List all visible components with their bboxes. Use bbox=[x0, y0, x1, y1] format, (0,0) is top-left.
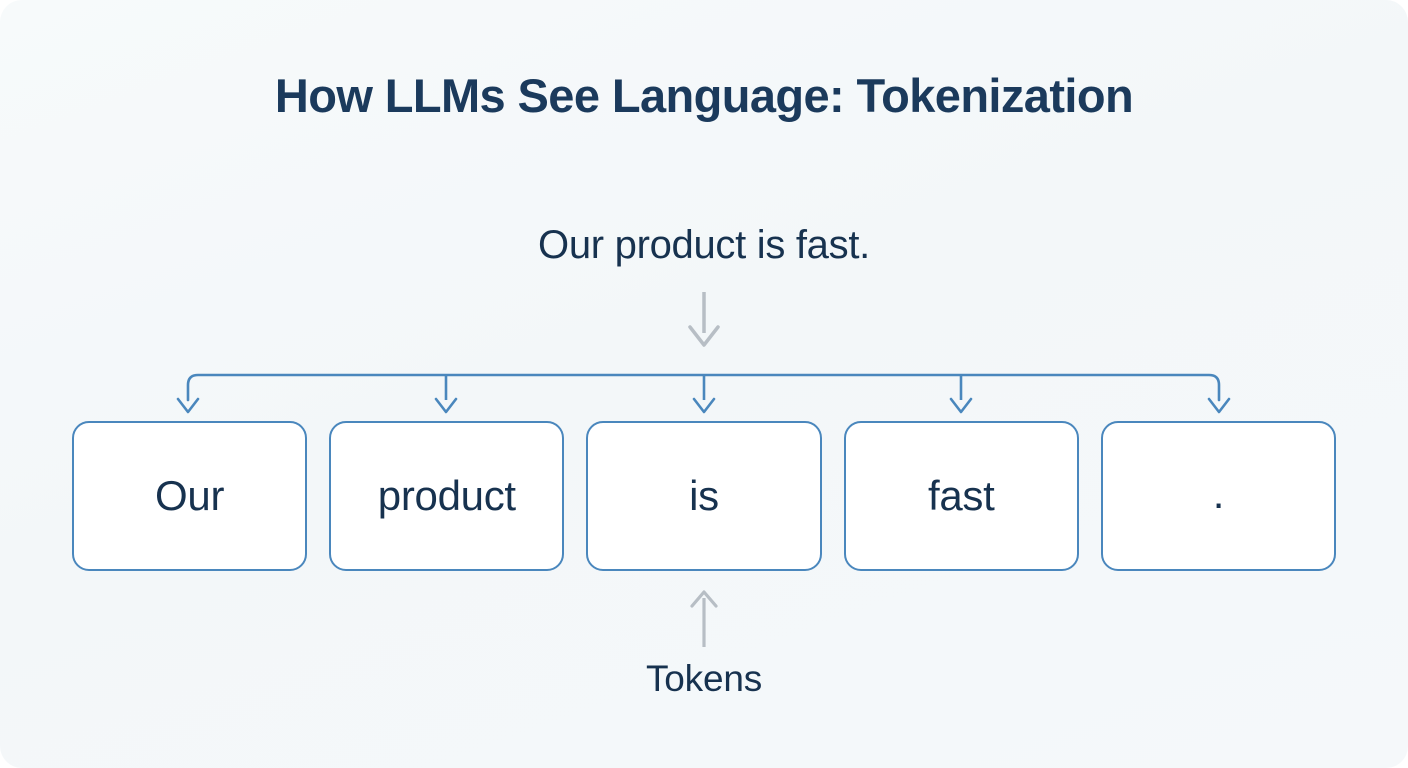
arrow-down-icon-token-4 bbox=[949, 397, 973, 414]
arrow-down-icon-token-5 bbox=[1207, 397, 1231, 414]
arrow-down-icon-token-1 bbox=[176, 397, 200, 414]
token-box-3[interactable]: is bbox=[586, 421, 822, 571]
token-box-1[interactable]: Our bbox=[72, 421, 308, 571]
token-box-4[interactable]: fast bbox=[843, 421, 1079, 571]
token-box-5[interactable]: . bbox=[1100, 421, 1337, 571]
token-label: product bbox=[377, 472, 516, 519]
arrow-down-icon-token-3 bbox=[692, 397, 716, 414]
tokens-caption-label: Tokens bbox=[645, 658, 763, 699]
token-label: is bbox=[689, 472, 719, 519]
token-label: Our bbox=[155, 472, 225, 519]
token-label: fast bbox=[927, 472, 995, 519]
arrow-down-icon-split bbox=[688, 292, 720, 347]
token-row: Our product is fast . bbox=[72, 421, 1337, 571]
token-box-2[interactable]: product bbox=[329, 421, 565, 571]
token-label: . bbox=[1212, 470, 1225, 517]
arrow-up-icon-caption bbox=[690, 590, 718, 647]
arrow-down-icon-token-2 bbox=[434, 397, 458, 414]
input-sentence-text: Our product is fast. bbox=[538, 223, 870, 267]
token-branch-bus bbox=[176, 373, 1231, 414]
page-title: How LLMs See Language: Tokenization bbox=[274, 69, 1134, 122]
